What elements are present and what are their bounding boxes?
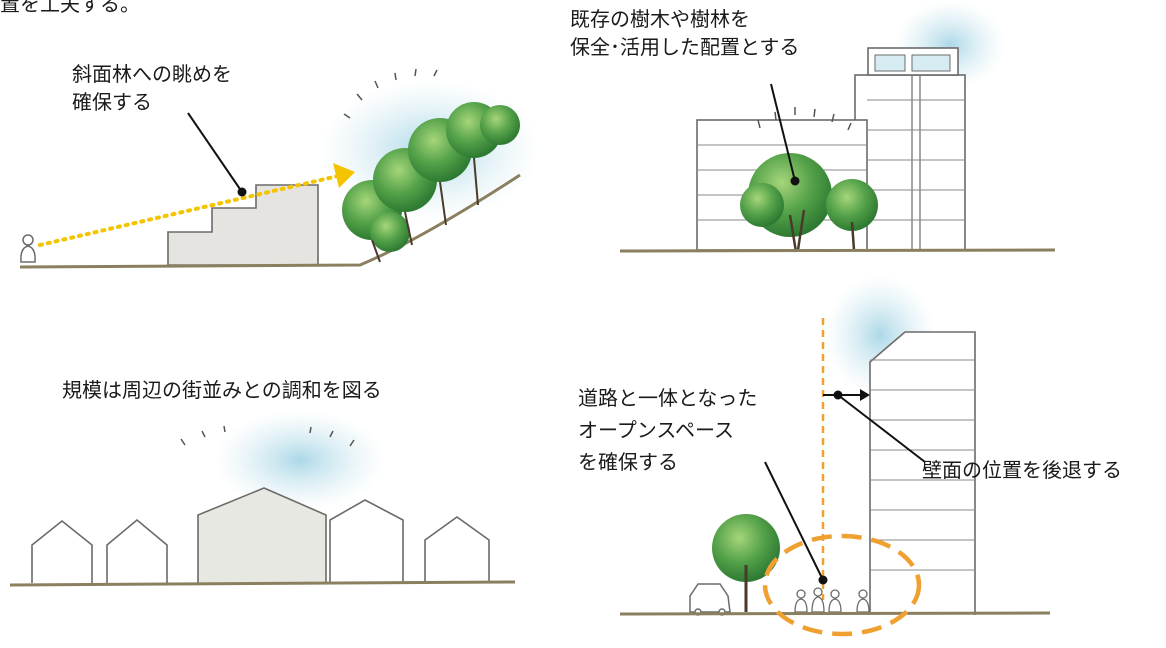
leader-line	[770, 83, 796, 182]
car	[689, 583, 731, 616]
leader-line	[837, 394, 926, 463]
ground-line	[9, 580, 516, 587]
open-space-highlight	[762, 533, 922, 637]
person-figure	[20, 234, 36, 263]
tall-building	[854, 74, 966, 251]
panel-townscape	[9, 410, 516, 587]
preserved-trees	[740, 153, 878, 253]
slope-trees	[342, 102, 520, 263]
street-tree	[712, 514, 780, 612]
setback-building	[869, 331, 976, 615]
leader-dot	[833, 390, 843, 400]
leader-dot	[237, 187, 247, 197]
sightline-arrowhead	[333, 163, 355, 188]
slope-forest-caption: 斜面林への眺めを 確保する	[72, 62, 232, 114]
center-large-house	[197, 487, 327, 583]
ground-line	[619, 611, 1051, 616]
sightline	[38, 174, 340, 247]
panel-slope-forest	[19, 68, 540, 269]
top-text-fragment: 置を工夫する。	[0, 0, 140, 16]
leader-line	[187, 112, 243, 193]
ground-line	[619, 248, 1056, 253]
setback-caption: 壁面の位置を後退する	[922, 458, 1122, 482]
stepped-building	[167, 184, 319, 266]
pedestrians	[794, 587, 870, 613]
houses	[31, 487, 490, 583]
open-space-caption: 道路と一体となった オープンスペース を確保する	[578, 386, 758, 474]
panel-existing-trees	[619, 0, 1056, 253]
townscape-caption: 規模は周辺の街並みとの調和を図る	[62, 378, 382, 402]
leader-line	[764, 461, 824, 581]
leader-dot	[790, 176, 800, 186]
existing-trees-caption: 既存の樹木や樹林を 保全･活用した配置とする	[570, 7, 800, 59]
panel-open-space	[619, 275, 1051, 637]
ground-line	[19, 173, 521, 269]
sky-wash	[215, 410, 385, 510]
leader-dot	[818, 575, 828, 585]
